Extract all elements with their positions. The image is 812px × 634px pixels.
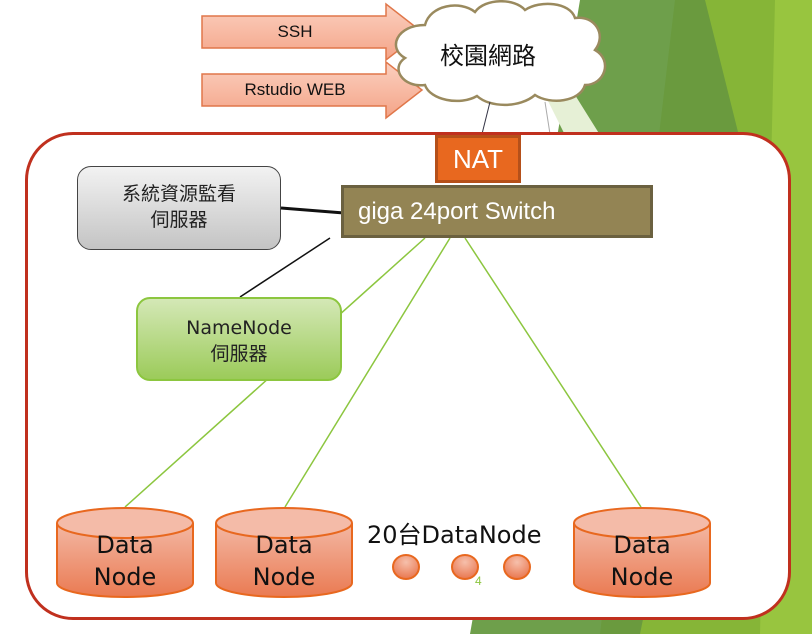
ellipsis-dot-3: [503, 554, 531, 580]
datanode-2-line2: Node: [252, 563, 316, 591]
cloud-links: [481, 101, 551, 135]
datanode-3-label: Data Node: [574, 529, 710, 593]
nat-label: NAT: [452, 143, 504, 174]
datanode-3-line1: Data: [613, 531, 671, 559]
datanode-cylinder-2[interactable]: [215, 507, 353, 598]
switch-namenode-link: [239, 237, 331, 298]
rstudio-web-label: Rstudio WEB: [244, 80, 346, 99]
cloud-shape: [394, 0, 607, 107]
switch-box[interactable]: giga 24port Switch: [341, 185, 653, 238]
namenode-box[interactable]: NameNode 伺服器: [136, 297, 342, 381]
nat-box[interactable]: NAT: [435, 135, 521, 183]
switch-datanode-2-link: [284, 237, 451, 508]
ellipsis-dot-1: [392, 554, 420, 580]
datanode-2-line1: Data: [255, 531, 313, 559]
datanode-1-label: Data Node: [57, 529, 193, 593]
monitor-server-box[interactable]: 系統資源監看 伺服器: [77, 166, 281, 250]
switch-label: giga 24port Switch: [358, 197, 556, 225]
campus-network-cloud: [394, 0, 607, 107]
namenode-line1: NameNode: [186, 317, 292, 339]
datanode-count-label: 20台DataNode: [367, 521, 542, 549]
switch-datanode-3-link: [464, 237, 642, 508]
page-number: 4: [475, 574, 482, 588]
datanode-cylinder-3[interactable]: [573, 507, 711, 598]
datanode-cylinder-1[interactable]: [56, 507, 194, 598]
campus-network-label: 校園網路: [440, 42, 536, 70]
datanode-1-line2: Node: [93, 563, 157, 591]
bg-light-ray: [545, 95, 600, 135]
monitor-server-line2: 伺服器: [150, 209, 208, 231]
ssh-label: SSH: [277, 22, 313, 41]
monitor-switch-link: [280, 206, 345, 215]
cloud-aux-link: [544, 101, 551, 135]
rstudio-arrow: [201, 60, 424, 120]
namenode-line2: 伺服器: [210, 343, 268, 365]
monitor-server-line1: 系統資源監看: [121, 183, 236, 205]
datanode-2-label: Data Node: [216, 529, 352, 593]
datanode-3-line2: Node: [610, 563, 674, 591]
input-arrows: [201, 2, 424, 120]
datanode-1-line1: Data: [96, 531, 154, 559]
ellipsis-dot-2: [451, 554, 479, 580]
cloud-nat-link: [481, 101, 491, 135]
